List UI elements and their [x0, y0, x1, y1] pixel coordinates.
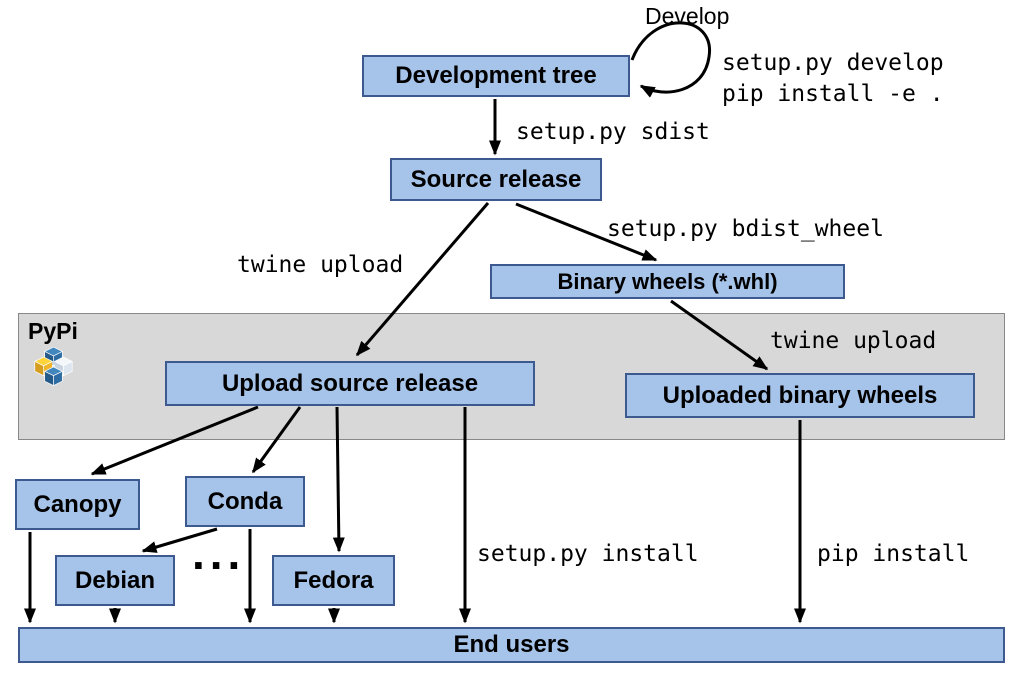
pypi-cube-blue-bottom — [43, 366, 64, 387]
edge-label-setup-develop: setup.py develop — [722, 50, 944, 76]
edge-label-pip-install-editable: pip install -e . — [722, 81, 944, 107]
pypi-region-label: PyPi — [28, 318, 78, 344]
node-development-tree-label: Development tree — [395, 62, 597, 89]
edge-label-twine-upload-source: twine upload — [237, 252, 404, 278]
node-canopy: Canopy — [15, 479, 140, 530]
pypi-cube-white-right — [53, 356, 73, 377]
other-packagers-ellipsis: ... — [192, 527, 246, 579]
node-end-users: End users — [18, 627, 1005, 663]
node-source-release: Source release — [390, 158, 602, 201]
node-development-tree: Development tree — [362, 55, 630, 97]
node-upload-source-release-label: Upload source release — [221, 369, 479, 397]
node-debian: Debian — [55, 555, 175, 606]
edge-label-pip-install: pip install — [817, 541, 970, 567]
edge-label-sdist: setup.py sdist — [516, 119, 710, 145]
edge-label-bdist-wheel: setup.py bdist_wheel — [607, 216, 884, 242]
node-conda: Conda — [185, 476, 305, 527]
node-fedora: Fedora — [272, 555, 395, 606]
edge-label-twine-upload-wheels: twine upload — [770, 328, 937, 354]
node-debian-label: Debian — [74, 566, 155, 594]
edge-label-develop: Develop — [645, 3, 730, 29]
node-uploaded-binary-wheels-label: Uploaded binary wheels — [662, 381, 938, 409]
node-canopy-label: Canopy — [33, 490, 122, 518]
node-uploaded-binary-wheels: Uploaded binary wheels — [625, 373, 975, 418]
node-source-release-label: Source release — [410, 165, 582, 193]
node-end-users-label: End users — [453, 631, 570, 658]
node-binary-wheels-label: Binary wheels (*.whl) — [557, 268, 778, 294]
node-binary-wheels: Binary wheels (*.whl) — [490, 264, 845, 299]
node-fedora-label: Fedora — [293, 566, 374, 594]
edge-develop-loop — [630, 21, 711, 98]
node-upload-source-release: Upload source release — [165, 361, 535, 406]
edge-label-setup-install: setup.py install — [477, 541, 699, 567]
pypi-logo-icon — [34, 346, 73, 387]
node-conda-label: Conda — [207, 487, 283, 515]
